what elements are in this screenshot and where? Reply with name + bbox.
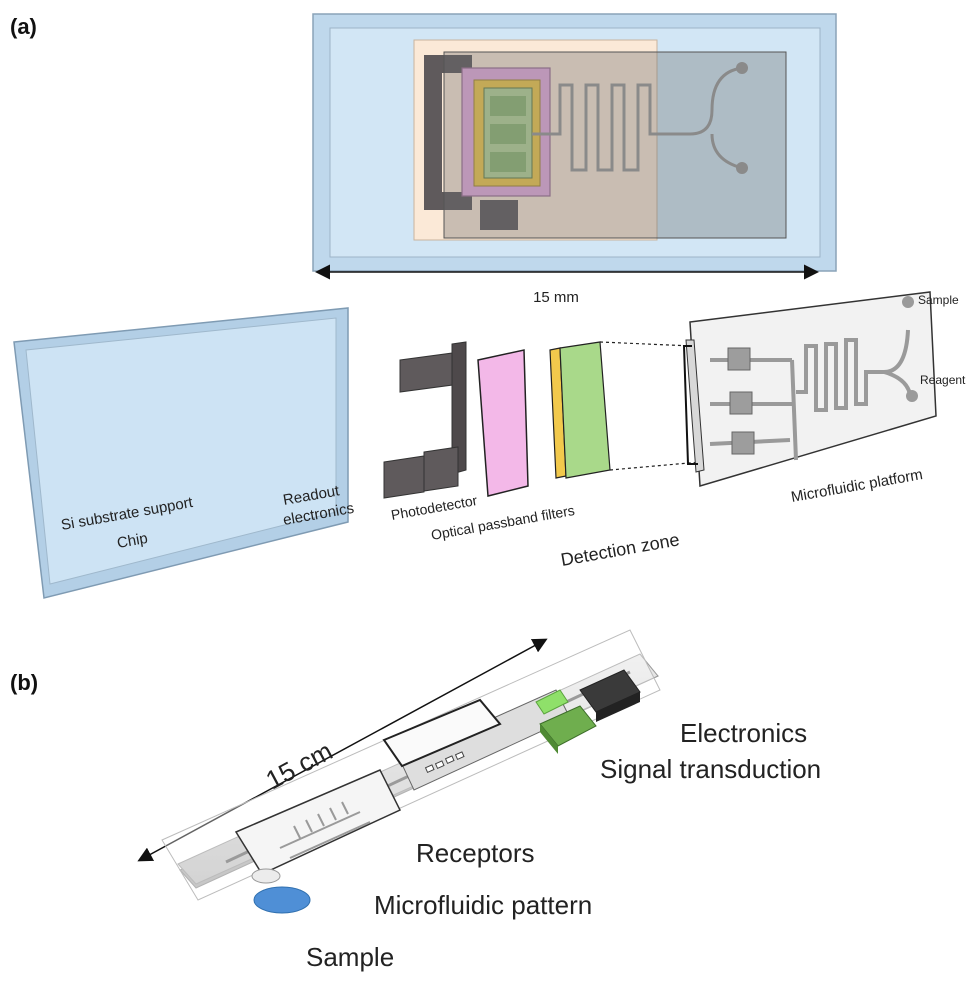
scale-label-mm: 15 mm [533, 289, 579, 306]
photodetector [383, 341, 467, 499]
chip-label: Chip [116, 530, 149, 552]
green-filter-side [540, 724, 558, 754]
panel-b-label: (b) [10, 670, 38, 695]
photodetector-pad [480, 200, 518, 230]
panel-a-label: (a) [10, 14, 37, 39]
detection-cell-2 [490, 124, 526, 144]
microfluidic-pattern-lines [279, 801, 371, 859]
receptor-4 [454, 751, 465, 761]
photodetector-bar [424, 55, 442, 210]
sample-inlet [902, 296, 914, 308]
projection-line-top [599, 341, 693, 347]
electronics-block-side [596, 692, 640, 722]
detection-zone-green [559, 341, 611, 479]
optical-filter-pink [477, 349, 529, 497]
receptor-2 [434, 760, 445, 770]
signal-transduction-label: Signal transduction [600, 754, 821, 784]
reagent-inlet [906, 390, 918, 402]
microfluidic-pattern-label: Microfluidic pattern [374, 890, 592, 920]
microfluidic-overlay [443, 51, 787, 239]
sample-label-b: Sample [306, 942, 394, 972]
detection-cell-1 [490, 96, 526, 116]
receptors-label: Receptors [416, 838, 535, 868]
scale-arrow-cm [137, 638, 548, 862]
sample-label-a: Sample [918, 293, 959, 307]
projection-line-bottom [609, 461, 701, 471]
sample-reservoir-small [251, 868, 281, 884]
inlet-top [736, 62, 748, 74]
photodetector-label: Photodetector [390, 492, 479, 523]
microfluidic-pattern-area [234, 769, 402, 875]
receptor-1 [424, 764, 435, 774]
microfluidic-platform [682, 291, 937, 487]
device-strip [161, 629, 661, 914]
detection-zone-label: Detection zone [559, 529, 681, 570]
detection-cell-3 [490, 152, 526, 172]
photodetector-bottom [424, 192, 472, 210]
inlet-bottom [736, 162, 748, 174]
microfluidic-platform-label: Microfluidic platform [790, 466, 924, 506]
electronics-label: Electronics [680, 718, 807, 748]
reagent-label-a: Reagent [920, 373, 966, 387]
sample-blue-drop [253, 886, 311, 914]
assembled-chip-top-view [312, 13, 837, 272]
receptor-3 [444, 755, 455, 765]
detection-window [382, 698, 502, 768]
si-substrate-support [13, 307, 349, 599]
photodetector-top [424, 55, 472, 73]
led-green [535, 689, 569, 715]
